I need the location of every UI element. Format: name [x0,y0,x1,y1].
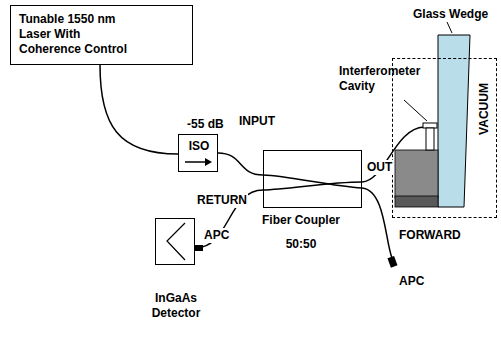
label-text: FORWARD [398,228,462,243]
cavity-block [395,150,438,198]
fiber-connector [195,190,263,248]
vacuum-chamber: VACUUM [392,58,497,218]
glass-wedge [438,35,470,207]
fiber-coupler-box: Fiber Coupler50:50 [263,150,362,208]
node-text: InGaAs Detector [148,291,204,321]
label-text: OUT [366,160,393,175]
detector-box: InGaAs Detector [155,218,195,265]
node-text: VACUUM [477,83,492,135]
leader-line [447,22,452,33]
label-text: APC [203,228,230,243]
label-text: Interferometer Cavity [338,64,436,94]
node-text: Fiber Coupler [256,213,346,228]
label-text: Glass Wedge [412,7,489,22]
leader-line [404,100,427,121]
label-text: -55 dB [186,117,225,132]
detector-symbol [155,218,195,265]
isolator-box: ISO [178,134,218,172]
cavity-spacer [426,128,434,150]
label-text: APC [398,274,425,289]
fiber-connector [100,65,178,154]
apc-connector [387,256,397,268]
node-text: ISO [179,139,219,154]
fiber [263,182,362,190]
fiber-mount [423,123,437,128]
edge-label: RETURN [196,193,248,208]
fiber [362,188,392,258]
laser-box: Tunable 1550 nm Laser With Coherence Con… [10,5,193,65]
node-text: Tunable 1550 nm Laser With Coherence Con… [19,12,144,57]
cavity-base [395,196,438,207]
node-text: 50:50 [256,237,346,252]
edge-label: INPUT [238,114,276,129]
fiber-connector [218,153,263,175]
